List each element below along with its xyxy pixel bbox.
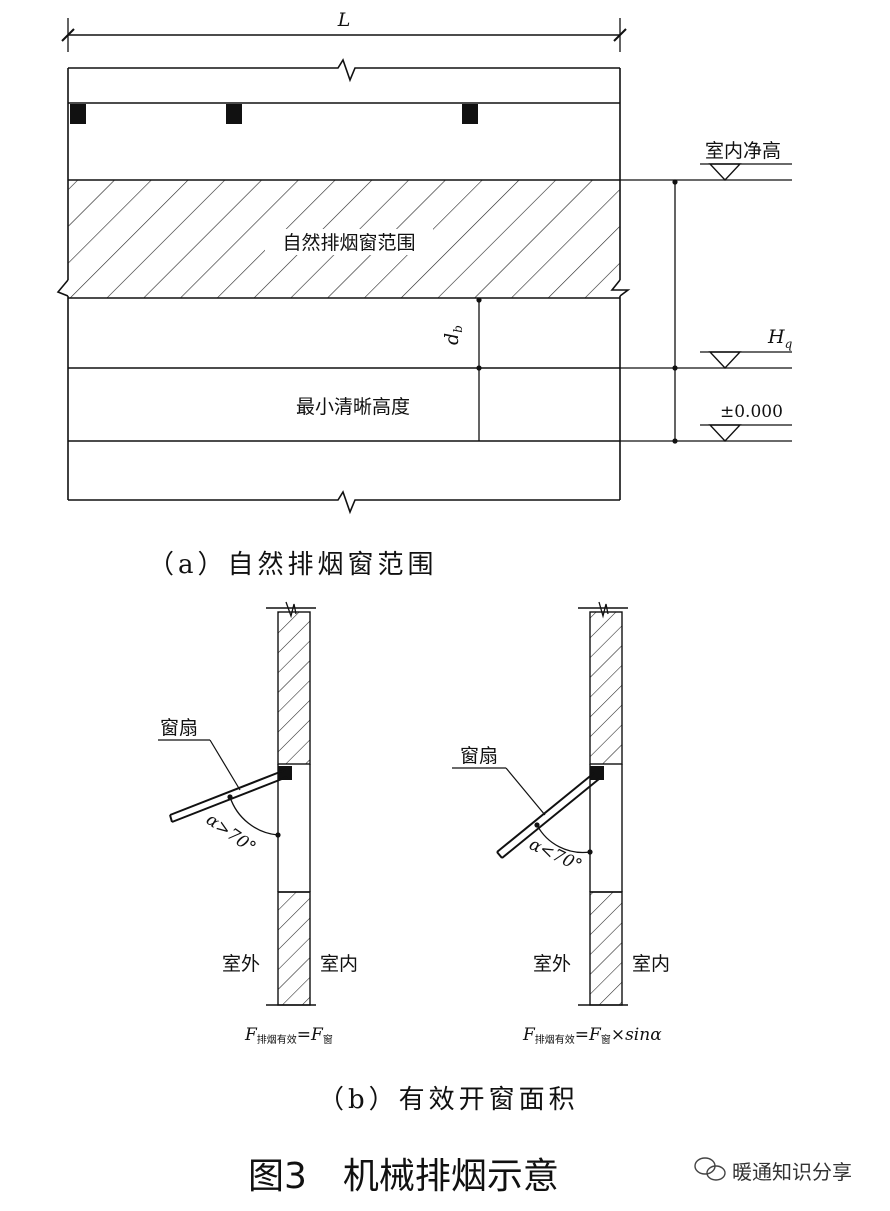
angle-arc: [229, 796, 279, 836]
db-dimension: db: [441, 297, 482, 441]
natural-smoke-window-zone: 自然排烟窗范围: [68, 179, 620, 299]
clear-height-label: 室内净高: [705, 140, 781, 162]
elevation-triangle-marker: [708, 163, 742, 443]
wechat-icon: [694, 1157, 726, 1181]
watermark-text: 暖通知识分享: [732, 1160, 852, 1184]
natural-smoke-window-label: 自然排烟窗范围: [282, 232, 415, 254]
caption-b: （b）有效开窗面积: [318, 1085, 579, 1115]
wall-section-right: 窗扇 α<70° 室外 室内 F排烟有效=F窗×sinα: [452, 601, 670, 1046]
indoor-label-right: 室内: [632, 953, 670, 975]
angle-label-right: α<70°: [526, 834, 585, 876]
figure-a: L 自然排烟窗范围: [56, 9, 793, 580]
angle-arc: [536, 824, 591, 854]
beam-marker: [226, 104, 242, 124]
window-sash: [496, 772, 600, 859]
min-clear-height-label: 最小清晰高度: [296, 396, 410, 418]
wall-section-left: 窗扇 α>70° 室外 室内 F排烟有效=F窗: [158, 601, 358, 1046]
caption-a: （a）自然排烟窗范围: [148, 550, 438, 580]
figure-b: 窗扇 α>70° 室外 室内 F排烟有效=F窗: [158, 601, 670, 1115]
window-hinge: [278, 766, 292, 780]
angle-label-left: α>70°: [202, 810, 259, 858]
sash-label-left: 窗扇: [160, 717, 198, 739]
width-dimension-label: L: [337, 9, 351, 31]
beam-marker: [70, 104, 86, 124]
zero-level-label: ±0.000: [720, 402, 783, 422]
formula-right: F排烟有效=F窗×sinα: [522, 1025, 662, 1046]
watermark: 暖通知识分享: [694, 1157, 852, 1184]
sash-label-right: 窗扇: [460, 745, 498, 767]
window-hinge: [590, 766, 604, 780]
indoor-label-left: 室内: [320, 953, 358, 975]
db-dimension-label: db: [441, 325, 465, 345]
beam-marker: [462, 104, 478, 124]
formula-left: F排烟有效=F窗: [244, 1025, 333, 1046]
outdoor-label-right: 室外: [533, 953, 571, 975]
elevation-dimension: [620, 179, 792, 442]
width-dimension: L: [61, 9, 627, 52]
figure-title: 图3 机械排烟示意: [248, 1156, 559, 1197]
hq-label: Hq: [767, 326, 793, 351]
outdoor-label-left: 室外: [222, 953, 260, 975]
